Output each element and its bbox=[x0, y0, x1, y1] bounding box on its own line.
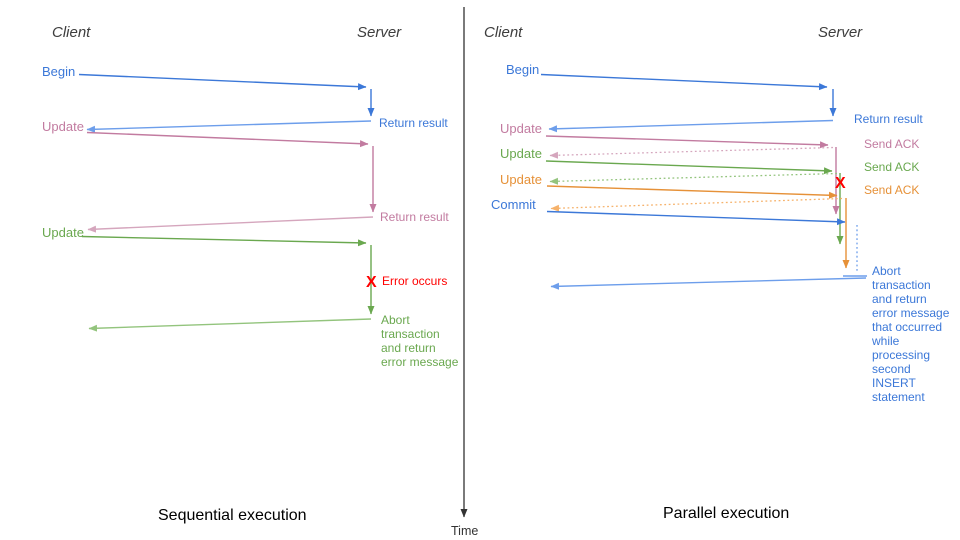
left-return-result-1-label: Return result bbox=[379, 116, 448, 130]
right-update-3-label: Update bbox=[500, 172, 542, 187]
left-begin-label: Begin bbox=[42, 64, 75, 79]
left-panel-title: Sequential execution bbox=[158, 507, 307, 524]
left-abort-line-1: Abort bbox=[381, 313, 410, 327]
right-abort-line-7: processing bbox=[872, 348, 930, 362]
left-update-2-label: Update bbox=[42, 225, 84, 240]
right-abort-line-1: Abort bbox=[872, 264, 901, 278]
left-server-header: Server bbox=[357, 24, 402, 41]
left-update-1-response-arrow bbox=[87, 216, 374, 233]
right-update-2-label: Update bbox=[500, 146, 542, 161]
left-update-2-request-arrow bbox=[81, 235, 367, 247]
left-update-1-label: Update bbox=[42, 119, 84, 134]
left-abort-line-3: and return bbox=[381, 341, 436, 355]
left-client-header: Client bbox=[52, 24, 91, 41]
left-update-1-request-arrow bbox=[86, 131, 369, 148]
right-begin-request-arrow bbox=[540, 73, 828, 91]
right-error-x-icon: X bbox=[835, 175, 846, 192]
right-client-header: Client bbox=[484, 24, 523, 41]
right-commit-label: Commit bbox=[491, 197, 536, 212]
right-abort-response-arrow bbox=[550, 277, 867, 290]
right-send-ack-3-label: Send ACK bbox=[864, 183, 919, 197]
time-axis-label: Time bbox=[451, 524, 478, 538]
right-abort-line-10: statement bbox=[872, 390, 925, 404]
right-update-1-ack-arrow bbox=[549, 146, 834, 159]
right-begin-label: Begin bbox=[506, 62, 539, 77]
left-begin-response-arrow bbox=[86, 120, 372, 133]
right-return-result-label: Return result bbox=[854, 112, 923, 126]
right-abort-line-3: and return bbox=[872, 292, 927, 306]
left-begin-request-arrow bbox=[78, 73, 367, 91]
right-update-2-request-arrow bbox=[545, 160, 833, 175]
right-send-ack-1-label: Send ACK bbox=[864, 137, 919, 151]
right-update-1-label: Update bbox=[500, 121, 542, 136]
right-update-1-request-arrow bbox=[545, 135, 829, 149]
right-abort-line-4: error message bbox=[872, 306, 950, 320]
left-error-x-icon: X bbox=[366, 274, 377, 291]
right-abort-line-6: while bbox=[871, 334, 900, 348]
right-update-3-request-arrow bbox=[546, 185, 838, 199]
right-update-3-ack-arrow bbox=[550, 197, 843, 212]
right-abort-line-5: that occurred bbox=[872, 320, 942, 334]
left-abort-line-2: transaction bbox=[381, 327, 440, 341]
right-abort-line-9: INSERT bbox=[872, 376, 916, 390]
right-send-ack-2-label: Send ACK bbox=[864, 160, 919, 174]
left-abort-response-arrow bbox=[88, 318, 372, 332]
right-panel-title: Parallel execution bbox=[663, 505, 789, 522]
left-error-occurs-label: Error occurs bbox=[382, 274, 447, 288]
right-server-header: Server bbox=[818, 24, 863, 41]
left-return-result-2-label: Return result bbox=[380, 210, 449, 224]
right-commit-request-arrow bbox=[546, 210, 846, 226]
right-abort-line-8: second bbox=[872, 362, 911, 376]
left-abort-line-4: error message bbox=[381, 355, 459, 369]
right-abort-line-2: transaction bbox=[872, 278, 931, 292]
right-update-2-ack-arrow bbox=[549, 172, 838, 185]
right-begin-response-arrow bbox=[548, 119, 834, 133]
